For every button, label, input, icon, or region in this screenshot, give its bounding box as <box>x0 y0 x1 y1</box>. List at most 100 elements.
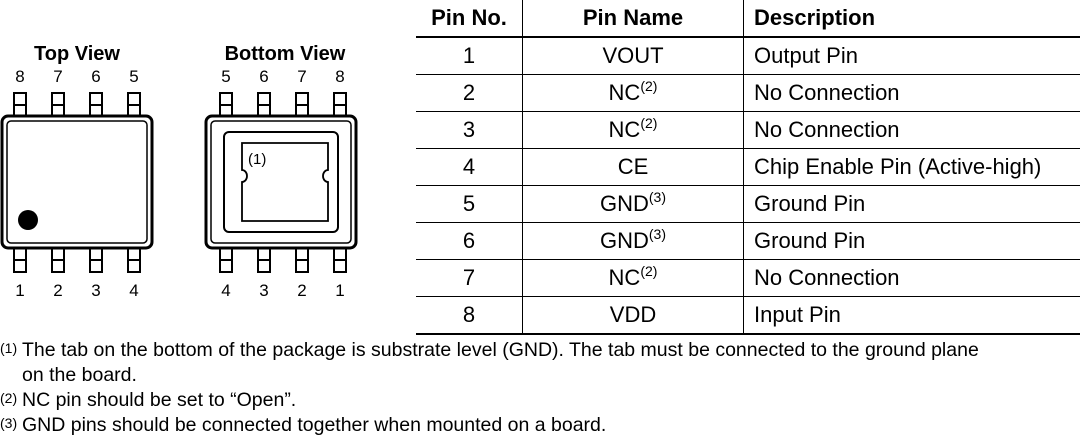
pin-name-cell: CE <box>522 148 744 186</box>
header-pin-no: Pin No. <box>416 0 523 38</box>
pin-number-label: 1 <box>15 281 24 300</box>
footnote: (3)GND pins should be connected together… <box>0 413 1080 438</box>
tab-footnote-label: (1) <box>248 151 266 168</box>
pin-description-cell: No Connection <box>743 259 1080 297</box>
pin-description-cell: Ground Pin <box>743 185 1080 223</box>
pin-number-label: 3 <box>91 281 100 300</box>
pin-description-cell: Input Pin <box>743 296 1080 335</box>
pin-number-label: 1 <box>335 281 344 300</box>
pin-number-label: 4 <box>129 281 138 300</box>
top-view-body-inner <box>6 120 148 244</box>
footnotes: (1)The tab on the bottom of the package … <box>0 338 1080 438</box>
pin-name: VDD <box>609 302 657 327</box>
footnote-marker: (1) <box>0 340 18 356</box>
footnote-line: on the board. <box>22 364 137 386</box>
pin1-marker <box>18 210 38 230</box>
pin-name: NC <box>608 80 641 105</box>
bottom-view-body <box>204 114 358 250</box>
pin-name-footnote: (2) <box>640 115 658 131</box>
pin-number-cell: 8 <box>416 296 523 335</box>
footnote-line: GND pins should be connected together wh… <box>22 414 607 436</box>
footnote: (2)NC pin should be set to “Open”. <box>0 388 1080 413</box>
pin-name: NC <box>608 117 641 142</box>
pin-lead <box>295 247 309 273</box>
exposed-tab-outer <box>223 131 339 233</box>
header-description: Description <box>743 0 1080 38</box>
top-view-label: Top View <box>34 43 120 65</box>
pin-number-label: 8 <box>335 67 344 86</box>
pin-name-footnote: (2) <box>640 263 658 279</box>
pin-description-cell: Ground Pin <box>743 222 1080 260</box>
footnote-line: NC pin should be set to “Open”. <box>22 389 297 411</box>
pin-number-cell: 4 <box>416 148 523 186</box>
pin-name: GND <box>599 191 649 216</box>
footnote: (1)The tab on the bottom of the package … <box>0 338 1080 388</box>
exposed-tab <box>241 142 329 222</box>
pin-name: CE <box>617 154 649 179</box>
pin-name-footnote: (2) <box>640 78 658 94</box>
pin-number-label: 5 <box>129 67 138 86</box>
pin-lead <box>89 247 103 273</box>
pin-lead <box>127 247 141 273</box>
header-pin-name: Pin Name <box>522 0 744 38</box>
table-row: 3 NC(2) No Connection <box>416 111 1080 149</box>
pin-lead <box>13 92 27 118</box>
bottom-view-body-inner <box>210 120 352 244</box>
pin-description-cell: Chip Enable Pin (Active-high) <box>743 148 1080 186</box>
pin-number-cell: 7 <box>416 259 523 297</box>
pin-lead <box>51 92 65 118</box>
pin-number-label: 7 <box>297 67 306 86</box>
pin-number-cell: 6 <box>416 222 523 260</box>
pin-number-label: 2 <box>53 281 62 300</box>
table-row: 4 CE Chip Enable Pin (Active-high) <box>416 148 1080 186</box>
pin-lead <box>257 247 271 273</box>
pin-number-label: 2 <box>297 281 306 300</box>
pin-lead <box>127 92 141 118</box>
bottom-view-label: Bottom View <box>225 43 346 65</box>
pin-number-cell: 1 <box>416 37 523 75</box>
pin-lead <box>219 247 233 273</box>
pin-number-label: 6 <box>91 67 100 86</box>
package-diagram: Top View Bottom View 8 7 6 5 1 2 3 4 5 6 7 8 4 3 2 1 (1… <box>0 43 358 300</box>
pin-name-cell: NC(2) <box>522 74 744 112</box>
footnote-marker: (3) <box>0 415 18 431</box>
pin-lead <box>295 92 309 118</box>
pin-name-cell: GND(3) <box>522 222 744 260</box>
pin-number-label: 5 <box>221 67 230 86</box>
pin-name-cell: GND(3) <box>522 185 744 223</box>
pin-lead <box>219 92 233 118</box>
footnote-marker: (2) <box>0 390 18 406</box>
pin-number-label: 7 <box>53 67 62 86</box>
pin-number-cell: 3 <box>416 111 523 149</box>
pin-description-cell: No Connection <box>743 74 1080 112</box>
pin-name-footnote: (3) <box>648 226 666 242</box>
pin-description-cell: No Connection <box>743 111 1080 149</box>
pin-number-label: 6 <box>259 67 268 86</box>
top-view-body <box>0 114 154 250</box>
footnote-line: The tab on the bottom of the package is … <box>22 339 979 361</box>
pin-name-cell: VDD <box>522 296 744 335</box>
pin-name-cell: NC(2) <box>522 259 744 297</box>
pin-number-label: 4 <box>221 281 230 300</box>
pin-lead <box>257 92 271 118</box>
table-row: 8 VDD Input Pin <box>416 296 1080 335</box>
pin-lead <box>333 92 347 118</box>
pin-description-cell: Output Pin <box>743 37 1080 75</box>
pin-lead <box>333 247 347 273</box>
pin-lead <box>13 247 27 273</box>
pin-number-label: 8 <box>15 67 24 86</box>
pin-number-label: 3 <box>259 281 268 300</box>
pin-number-cell: 5 <box>416 185 523 223</box>
pin-lead <box>89 92 103 118</box>
pin-name: GND <box>599 228 649 253</box>
pin-name-cell: VOUT <box>522 37 744 75</box>
pin-name-footnote: (3) <box>648 189 666 205</box>
table-header-row: Pin No. Pin Name Description <box>416 0 1080 38</box>
pin-number-cell: 2 <box>416 74 523 112</box>
